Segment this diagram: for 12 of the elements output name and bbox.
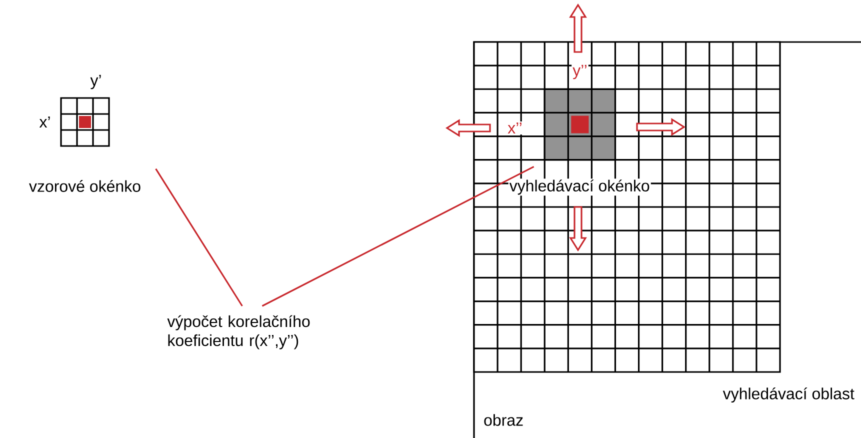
axis-label: y’ (90, 74, 101, 90)
search-area-label: vyhledávací oblast (722, 387, 854, 403)
leader-line (155, 168, 243, 306)
correlation-text: výpočet korelačního koeficientu r(x’’,y’’) (167, 315, 310, 350)
search-window-label: vyhledávací okénko (508, 178, 651, 196)
axis-label: y’’ (572, 64, 588, 80)
axis-label: x’ (39, 116, 50, 128)
image-label: obraz (484, 414, 523, 426)
axis-label: x’’ (506, 122, 524, 134)
leader-line (262, 166, 534, 307)
search-window (544, 88, 616, 161)
template-label: vzorové okénko (29, 180, 140, 192)
